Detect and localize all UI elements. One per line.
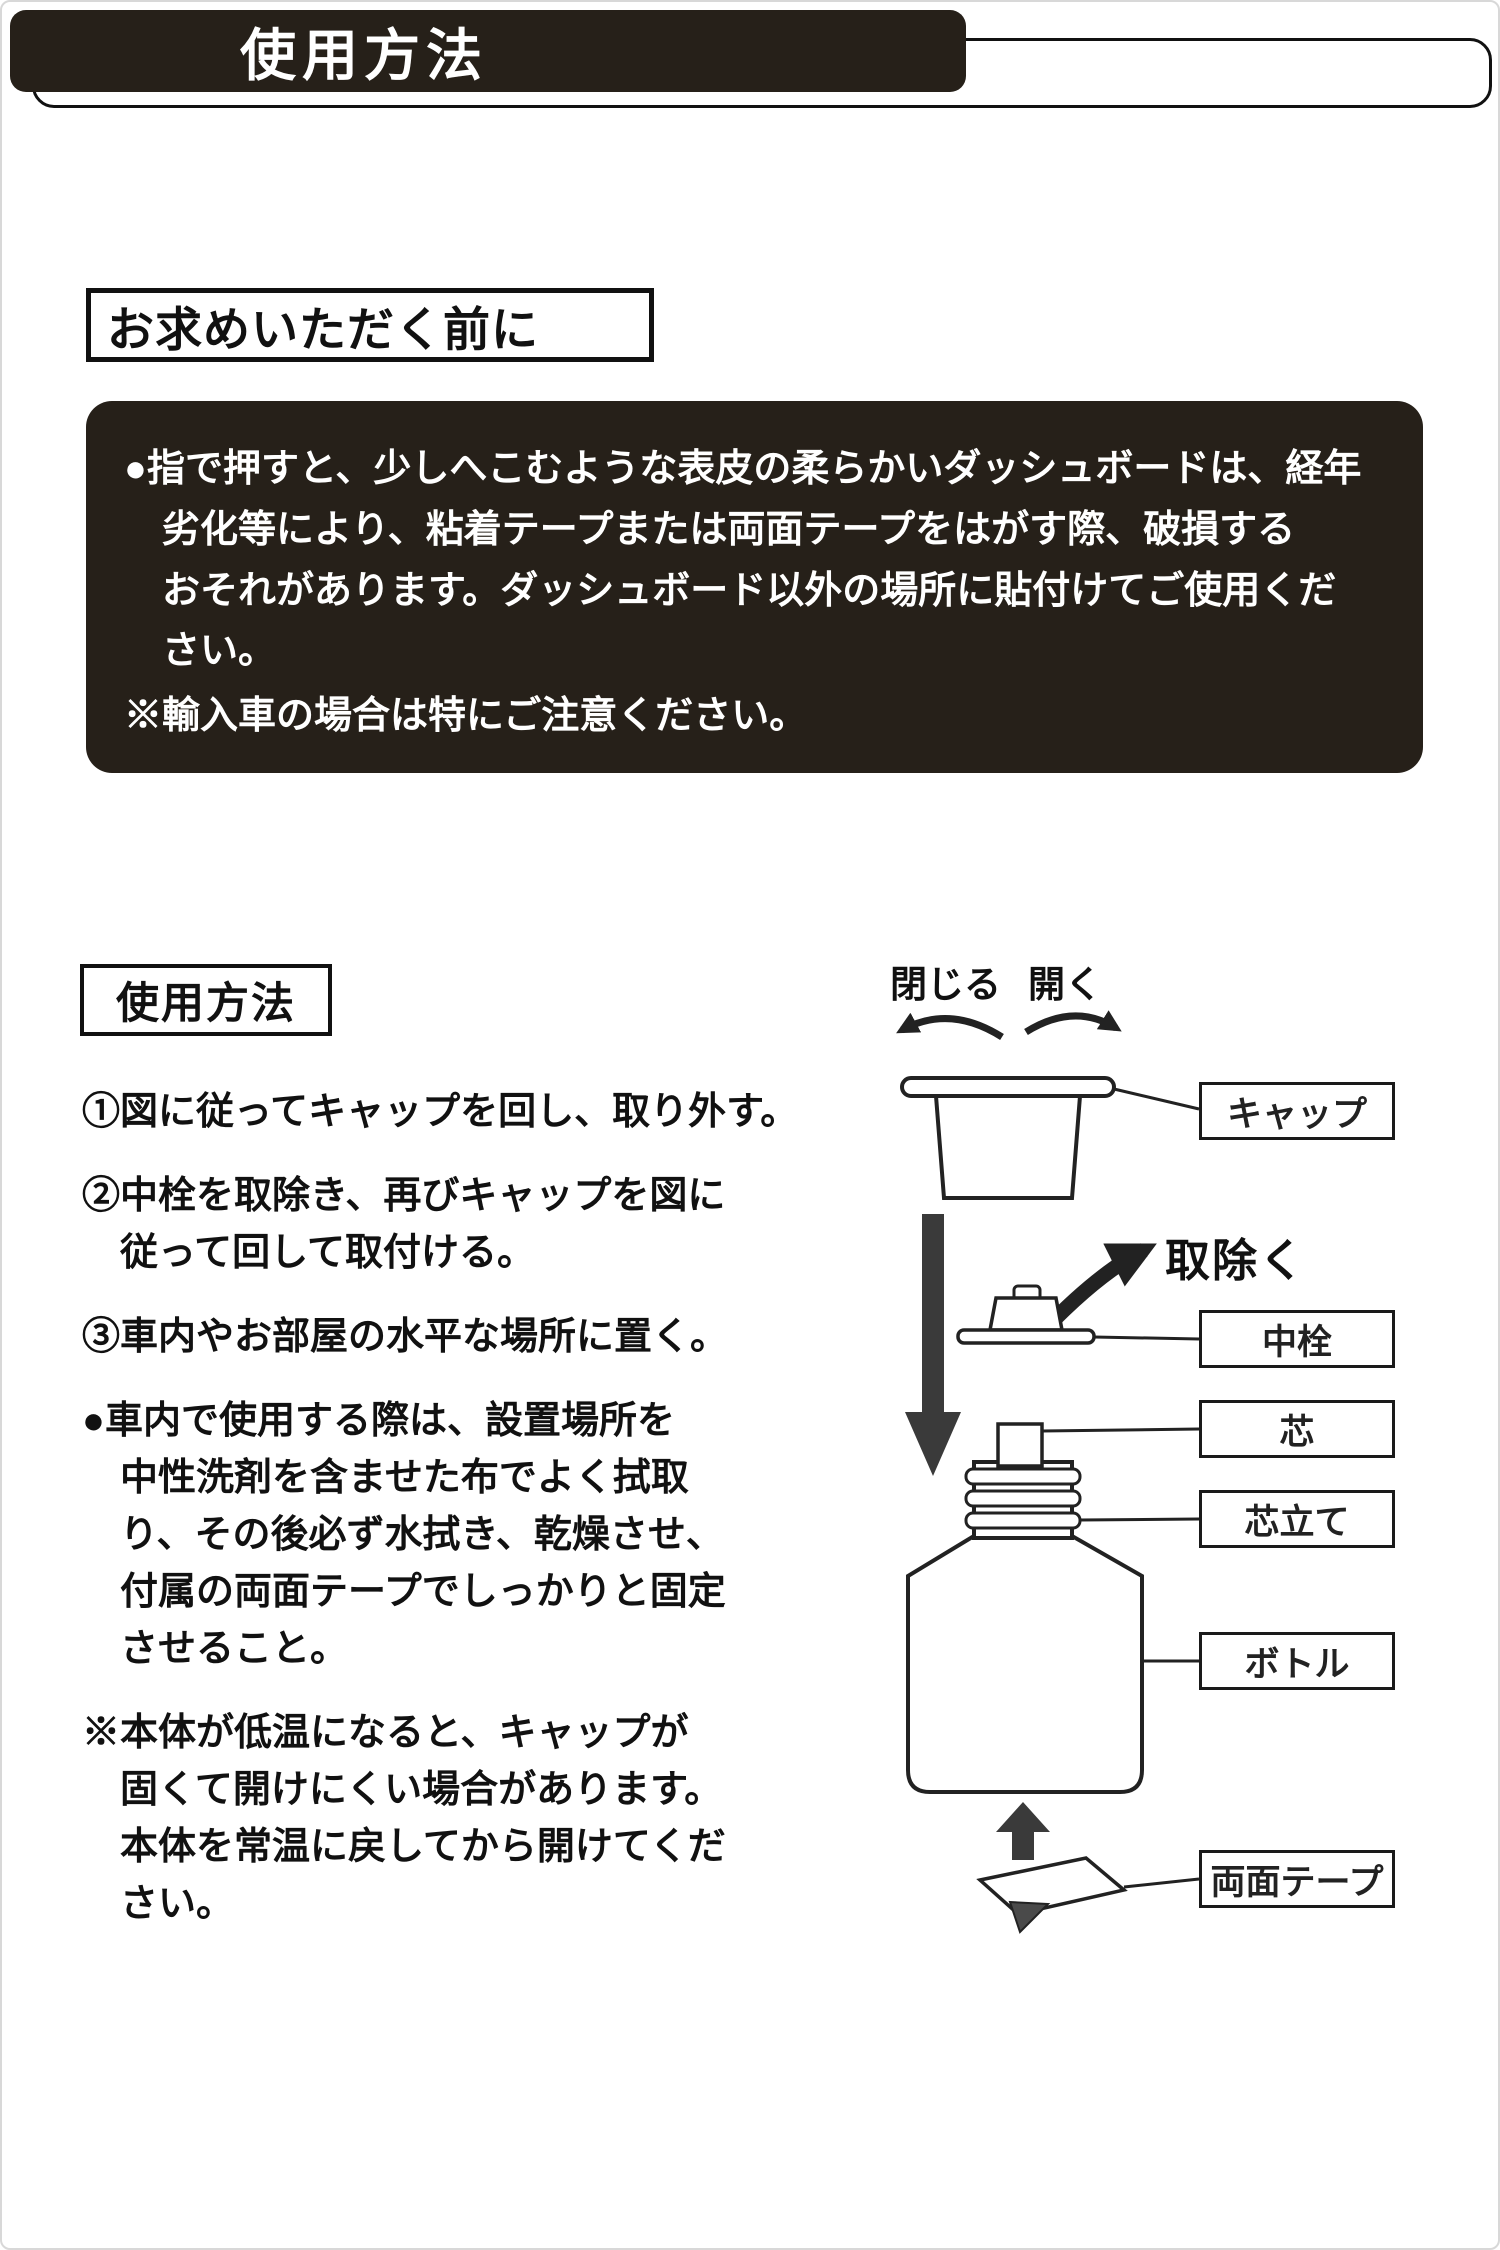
connector-line-wickstand: [1079, 1517, 1200, 1522]
cap-shape: [900, 1076, 1116, 1200]
usage-step-2: ②中栓を取除き、再びキャップを図に 従って回して取付ける。: [82, 1175, 726, 1274]
rotate-open-arrow-icon: [1024, 1010, 1122, 1035]
connector-line-wick: [1041, 1427, 1200, 1433]
rotate-close-arrow-icon: [896, 1012, 1004, 1040]
tape-label-box: 両面テープ: [1199, 1850, 1395, 1908]
usage-step-1: ①図に従ってキャップを回し、取り外す。: [82, 1091, 799, 1133]
header-title-bar: 使用方法: [10, 10, 966, 92]
before-purchase-warning-box: ●指で押すと、少しへこむような表皮の柔らかいダッシュボードは、経年 劣化等により…: [86, 401, 1423, 773]
bottle-shape: [906, 1534, 1144, 1794]
down-arrow-icon: [905, 1214, 961, 1476]
product-diagram: 閉じる 開く 取除く キャップ 中栓 芯 芯立て ボトル 両面テープ: [862, 942, 1428, 1952]
wick-label-box: 芯: [1199, 1400, 1395, 1458]
before-purchase-heading: お求めいただく前に: [86, 288, 654, 362]
usage-heading: 使用方法: [80, 964, 332, 1036]
open-direction-label: 開く: [1028, 964, 1102, 1005]
connector-line-tape: [1123, 1877, 1200, 1889]
usage-note-text: ※本体が低温になると、キャップが 固くて開けにくい場合があります。 本体を常温に…: [82, 1712, 726, 1925]
product-diagram-art: [896, 1010, 1200, 1934]
usage-step-3: ③車内やお部屋の水平な場所に置く。: [82, 1316, 729, 1358]
up-arrow-icon: [996, 1802, 1050, 1860]
tape-shape: [976, 1856, 1128, 1934]
usage-steps: ①図に従ってキャップを回し、取り外す。 ②中栓を取除き、再びキャップを図に 従っ…: [82, 1084, 852, 1960]
cap-label-box: キャップ: [1199, 1082, 1395, 1140]
wick-stand-label-box: 芯立て: [1199, 1490, 1395, 1548]
warning-bullet-text: ●指で押すと、少しへこむような表皮の柔らかいダッシュボードは、経年 劣化等により…: [124, 448, 1362, 673]
bottle-neck-threads-shape: [964, 1460, 1082, 1540]
connector-line-cap: [1113, 1087, 1200, 1111]
close-direction-label: 閉じる: [890, 964, 1001, 1005]
page-title: 使用方法: [240, 23, 488, 87]
connector-line-stopper: [1093, 1335, 1200, 1341]
remove-label: 取除く: [1165, 1235, 1307, 1286]
warning-note-text: ※輸入車の場合は特にご注意ください。: [124, 695, 808, 738]
usage-bullet-text: ●車内で使用する際は、設置場所を 中性洗剤を含ませた布でよく拭取 り、その後必ず…: [82, 1400, 726, 1670]
bottle-label-box: ボトル: [1199, 1632, 1395, 1690]
inner-stopper-shape: [956, 1284, 1096, 1345]
wick-shape: [996, 1422, 1044, 1468]
stopper-label-box: 中栓: [1199, 1310, 1395, 1368]
